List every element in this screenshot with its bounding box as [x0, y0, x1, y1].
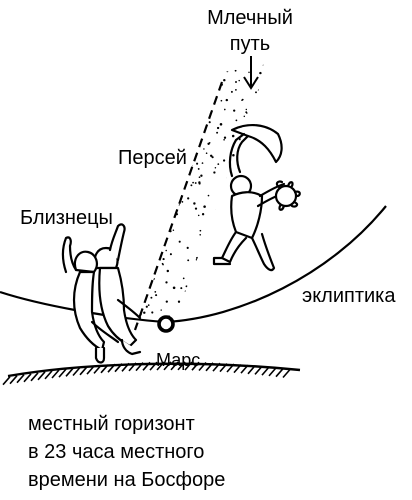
milky-way-left-edge — [133, 81, 224, 331]
perseus-label: Персей — [118, 147, 187, 169]
mars-marker — [157, 315, 175, 333]
caption-line3: времени на Босфоре — [28, 469, 225, 491]
milky-way-label-line2: путь — [230, 33, 270, 55]
milky-way-arrow — [243, 56, 259, 90]
ecliptic-label: эклиптика — [302, 285, 396, 307]
mars-label: Марс — [156, 350, 200, 370]
gemini-label: Близнецы — [20, 207, 113, 229]
perseus-figure — [212, 124, 301, 272]
gemini-figure — [61, 223, 142, 364]
caption-line2: в 23 часа местного — [28, 441, 204, 463]
horizon — [2, 361, 301, 386]
ecliptic-arc — [0, 205, 387, 324]
milky-way-label-line1: Млечный — [207, 7, 293, 29]
caption-line1: местный горизонт — [28, 413, 195, 435]
